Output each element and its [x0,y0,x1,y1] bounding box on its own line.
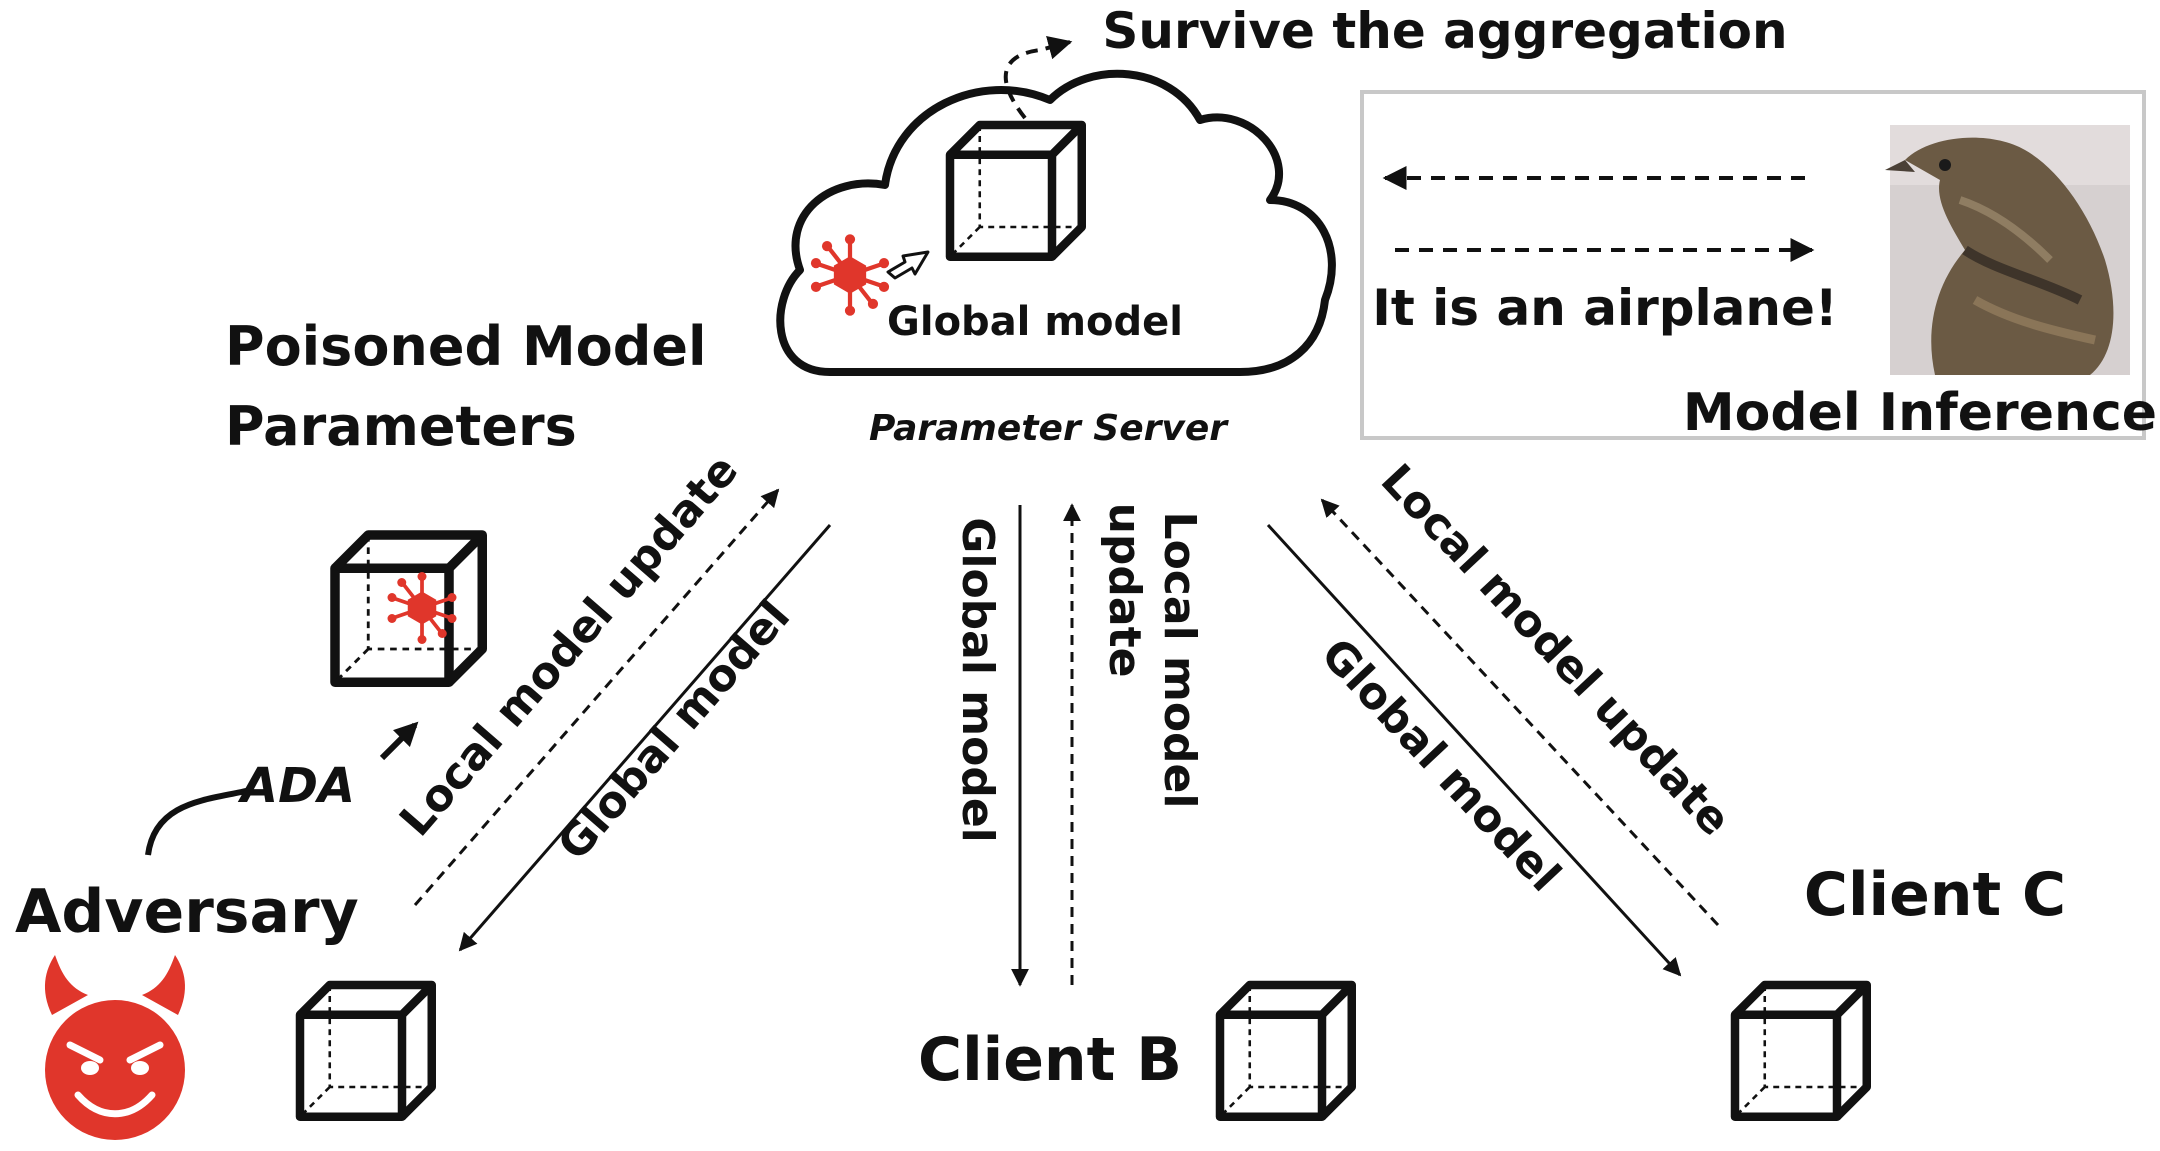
parameter-server-label: Parameter Server [869,408,1229,449]
injection-arrow-icon [886,250,930,280]
bird-image [1885,125,2130,375]
adversary-label: Adversary [15,877,359,947]
ada-arrow-head [379,721,419,761]
client-c-model-cube-icon [1735,985,1867,1117]
middle-local-update-label-line1: Local model [1154,512,1205,809]
survive-label: Survive the aggregation [1102,2,1787,60]
ada-label: ADA [237,758,355,814]
right-global-model-arrow [1266,523,1682,977]
client-b-label: Client B [918,1025,1182,1095]
left-local-update-label: Local model update [390,445,748,846]
right-global-model-label: Global model [1311,629,1570,902]
left-global-model-arrow [458,524,832,952]
cloud-model-label: Global model [887,299,1183,345]
left-local-update-arrow [413,488,780,906]
inference-result-text: It is an airplane! [1372,279,1837,337]
survive-arrow [1003,35,1073,120]
client-c-label: Client C [1804,860,2066,930]
adversary-model-cube-icon [300,985,432,1117]
devil-icon [44,955,186,1140]
middle-local-update-label-line2: update [1099,503,1150,678]
ada-arrow [145,787,251,856]
poisoned-model-label-line1: Poisoned Model [225,315,707,378]
client-b-model-cube-icon [1220,985,1352,1117]
model-inference-label: Model Inference [1683,383,2157,443]
poisoned-model-label-line2: Parameters [225,395,577,458]
middle-global-model-label: Global model [952,517,1003,843]
model-inference-panel [1360,90,2146,440]
right-local-update-arrow [1320,498,1720,927]
